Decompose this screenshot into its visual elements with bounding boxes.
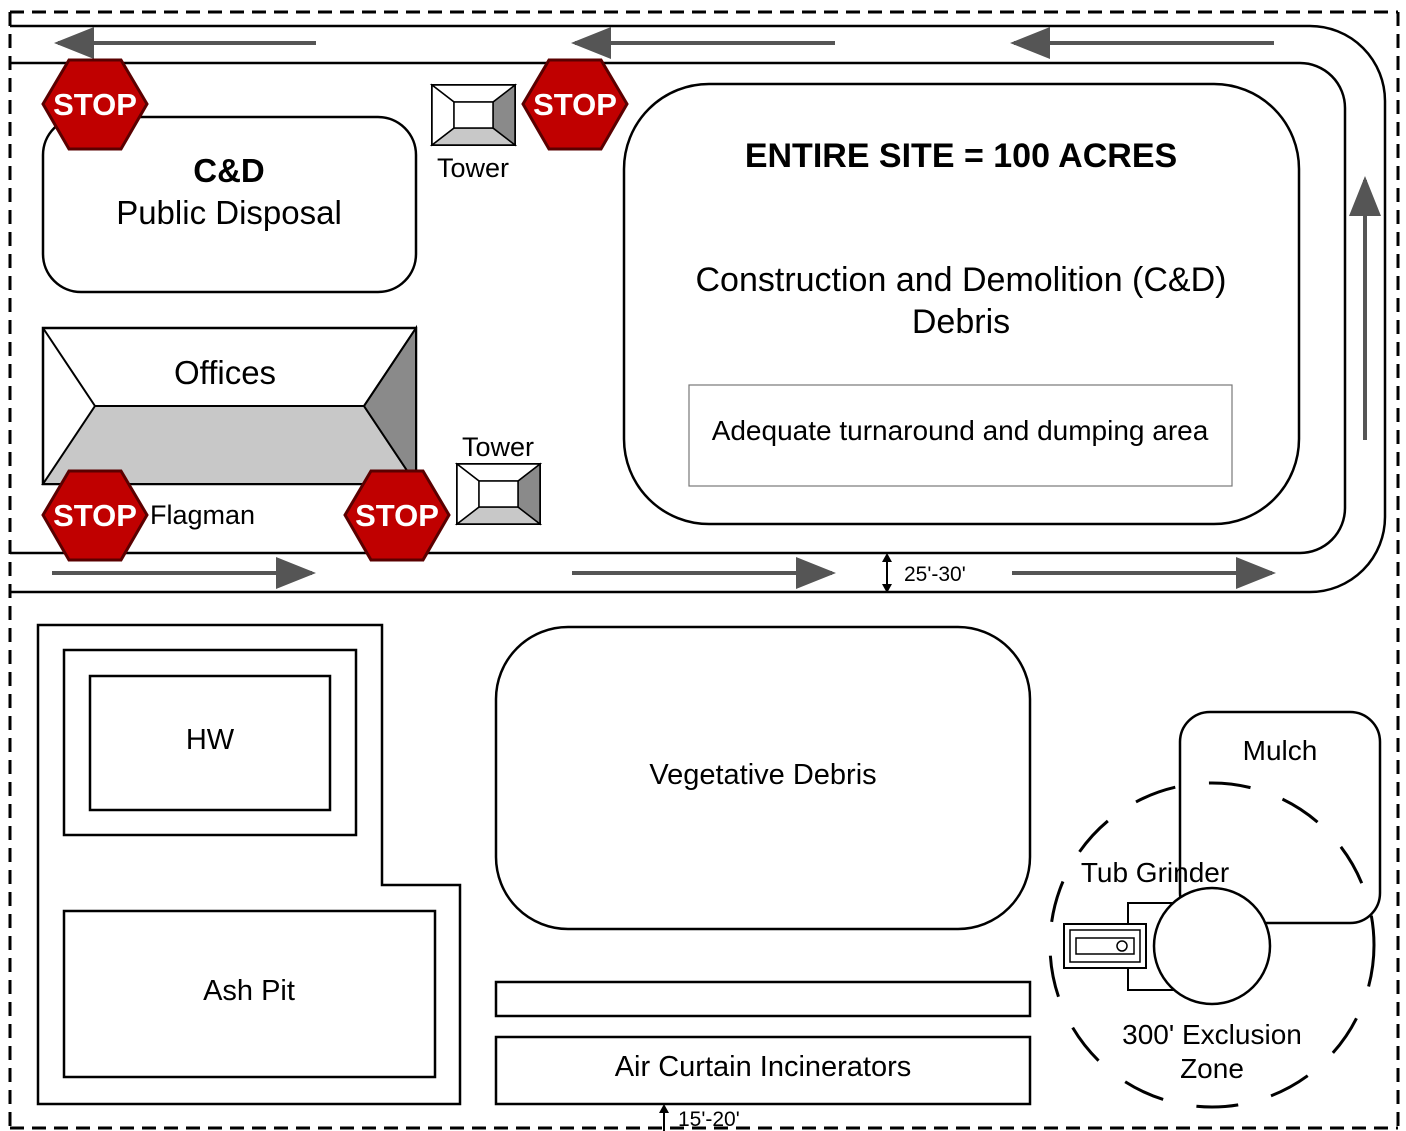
road-loop bbox=[10, 24, 1387, 594]
tower-bottom-label: Tower bbox=[462, 432, 534, 462]
exclusion-zone-line1: 300' Exclusion bbox=[1122, 1019, 1302, 1050]
hw-ash-area: HW Ash Pit bbox=[36, 623, 462, 1106]
stop-sign-3-label: STOP bbox=[53, 498, 137, 533]
turnaround-label: Adequate turnaround and dumping area bbox=[712, 415, 1209, 446]
public-disposal-title: C&D bbox=[193, 152, 265, 189]
site-title: ENTIRE SITE = 100 ACRES bbox=[745, 137, 1177, 175]
stop-sign-1-label: STOP bbox=[53, 87, 137, 122]
stop-sign-4-label: STOP bbox=[355, 498, 439, 533]
public-disposal-area: C&D Public Disposal bbox=[41, 115, 418, 294]
cd-debris-area: ENTIRE SITE = 100 ACRES Construction and… bbox=[622, 82, 1301, 526]
stop-sign-3: STOP bbox=[41, 469, 149, 562]
incinerator-spacing-dimension: 15'-20' bbox=[659, 1104, 740, 1131]
stop-sign-1: STOP bbox=[41, 58, 149, 151]
road-width-label: 25'-30' bbox=[904, 563, 966, 586]
exclusion-zone-line2: Zone bbox=[1180, 1053, 1244, 1084]
stop-sign-2: STOP bbox=[521, 58, 629, 151]
vegetative-debris-label: Vegetative Debris bbox=[649, 759, 876, 791]
cd-debris-line1: Construction and Demolition (C&D) bbox=[696, 261, 1227, 299]
offices-building: Offices bbox=[41, 324, 418, 488]
tower-top-label: Tower bbox=[437, 153, 509, 183]
air-curtain-label: Air Curtain Incinerators bbox=[615, 1051, 912, 1083]
tub-grinder-label: Tub Grinder bbox=[1081, 857, 1229, 888]
mulch-area: Mulch bbox=[1178, 710, 1382, 925]
offices-label: Offices bbox=[174, 354, 276, 391]
site-boundary bbox=[8, 10, 1400, 1130]
stop-sign-4: STOP bbox=[343, 469, 451, 562]
ash-pit-label: Ash Pit bbox=[203, 975, 295, 1007]
exclusion-zone-ring bbox=[1048, 781, 1376, 1109]
tower-bottom: Tower bbox=[454, 432, 543, 526]
incinerator-spacing-label: 15'-20' bbox=[678, 1108, 740, 1131]
stop-sign-2-label: STOP bbox=[533, 87, 617, 122]
tower-top: Tower bbox=[429, 83, 518, 183]
public-disposal-subtitle: Public Disposal bbox=[116, 194, 342, 231]
tub-grinder: Tub Grinder bbox=[1063, 857, 1272, 1006]
cd-debris-line2: Debris bbox=[912, 303, 1010, 341]
traffic-arrows bbox=[52, 27, 1381, 589]
air-curtain-incinerators: Air Curtain Incinerators bbox=[494, 980, 1032, 1106]
hw-label: HW bbox=[186, 724, 235, 756]
flagman-label: Flagman bbox=[150, 500, 255, 530]
vegetative-debris-area: Vegetative Debris bbox=[494, 625, 1032, 931]
road-width-dimension: 25'-30' bbox=[882, 553, 966, 593]
mulch-label: Mulch bbox=[1243, 735, 1318, 766]
turnaround-box bbox=[688, 384, 1233, 487]
